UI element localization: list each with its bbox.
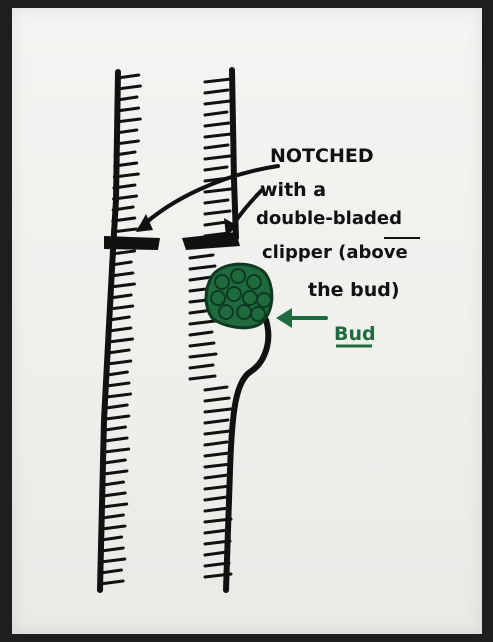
bark-hatch-mark [106, 405, 127, 408]
label-notched: NOTCHED [270, 145, 374, 167]
bark-hatch-mark [205, 387, 227, 390]
right-stem-line-lower [226, 320, 268, 590]
bark-hatch-mark [109, 328, 131, 331]
bark-hatch-mark [205, 145, 228, 148]
label-the-bud: the bud) [308, 279, 400, 301]
bark-hatch-mark [190, 365, 213, 368]
bark-hatch-mark [108, 361, 131, 364]
label-with-a: with a [260, 179, 326, 201]
bark-hatch-mark [205, 475, 228, 478]
bark-hatch-mark [205, 431, 230, 434]
bark-hatch-mark [190, 266, 215, 269]
bark-hatch-mark [104, 471, 127, 474]
bark-hatch-mark [190, 376, 215, 379]
right-stem-line-upper [232, 70, 236, 238]
bark-hatch-mark [205, 90, 228, 93]
bark-hatch-mark [107, 394, 131, 397]
bark-hatch-mark [104, 482, 124, 485]
bark-hatch-mark [205, 464, 231, 467]
bark-hatch-mark [101, 548, 123, 551]
bark-hatch-mark [110, 306, 133, 309]
bark-hatch-mark [117, 86, 140, 89]
bark-hatch-mark [205, 101, 230, 104]
bark-hatch-mark [205, 211, 230, 214]
bark-hatch-mark [107, 372, 127, 375]
bark-hatch-mark [205, 398, 229, 401]
bark-hatch-mark [105, 427, 125, 430]
bark-hatch-mark [205, 552, 227, 555]
bark-hatch-mark [205, 189, 231, 192]
bark-hatch-mark [205, 112, 227, 115]
bark-hatch-mark [107, 383, 129, 386]
bark-hatch-mark [102, 526, 125, 529]
bark-hatch-mark [190, 332, 212, 335]
label-double-bladed: double-bladed [256, 208, 402, 229]
bark-hatch-mark [104, 460, 125, 463]
bark-hatch-mark [105, 438, 127, 441]
bark-hatch-mark [103, 504, 127, 507]
right-bark-hatching [190, 79, 231, 577]
bark-hatch-mark [205, 200, 228, 203]
bark-hatch-mark [205, 497, 227, 500]
bark-hatch-mark [190, 255, 213, 258]
bark-hatch-mark [190, 354, 216, 357]
bark-hatch-mark [109, 339, 133, 342]
bark-hatch-mark [103, 493, 125, 496]
bark-hatch-mark [205, 530, 228, 533]
bark-hatch-mark [100, 570, 121, 573]
bark-hatch-mark [205, 486, 230, 489]
bark-hatch-mark [205, 156, 230, 159]
label-bud: Bud [334, 323, 376, 345]
bark-hatch-mark [102, 537, 122, 540]
bark-hatch-mark [190, 343, 214, 346]
bark-hatch-mark [205, 134, 231, 137]
bark-hatch-mark [205, 79, 231, 82]
bark-hatch-mark [190, 321, 215, 324]
bark-hatch-mark [101, 559, 125, 562]
bud-arrow [276, 308, 326, 328]
bark-hatch-mark [105, 449, 129, 452]
bark-hatch-mark [100, 581, 123, 584]
bark-hatch-mark [205, 123, 229, 126]
bark-hatch-mark [205, 442, 227, 445]
bark-hatch-mark [205, 420, 228, 423]
bark-hatch-mark [108, 350, 129, 353]
label-clipper: clipper (above [262, 242, 408, 263]
bark-hatch-mark [205, 453, 229, 456]
bark-hatch-mark [205, 508, 229, 511]
bud-shape [206, 264, 272, 328]
bark-hatch-mark [205, 409, 231, 412]
bark-hatch-mark [205, 167, 227, 170]
bark-hatch-mark [205, 222, 227, 225]
bark-hatch-mark [106, 416, 129, 419]
bark-hatch-mark [102, 515, 123, 518]
notch-band-left [104, 236, 160, 250]
